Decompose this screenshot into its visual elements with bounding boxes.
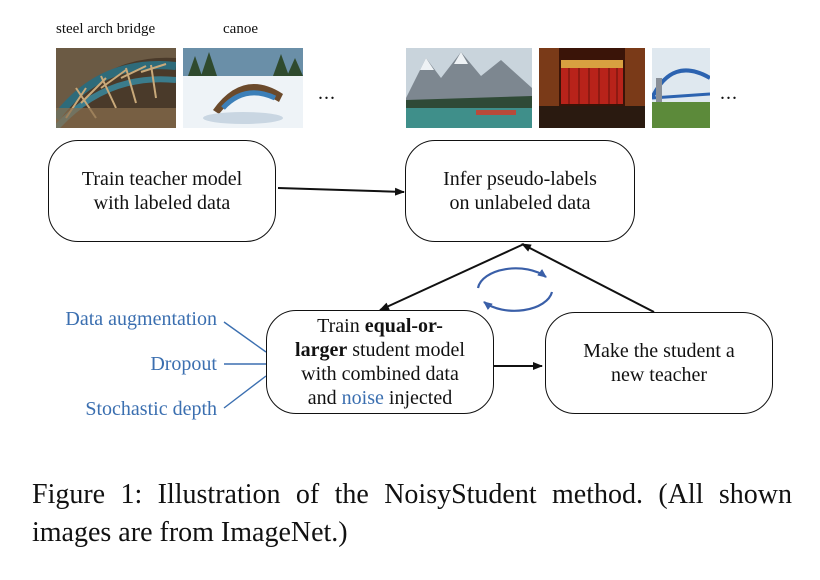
noise-line-stochastic — [223, 375, 267, 409]
train-student-box: Train equal-or- larger student model wit… — [266, 310, 494, 414]
train-teacher-box: Train teacher model with labeled data — [48, 140, 276, 242]
canoe-image — [183, 48, 303, 128]
steel-arch-bridge-image — [56, 48, 176, 128]
figure-caption: Figure 1: Illustration of the NoisyStude… — [32, 479, 792, 548]
train-teacher-line-1: Train teacher model — [81, 168, 243, 190]
train-teacher-line-2: with labeled data — [93, 192, 231, 214]
student-line-2: larger student model — [295, 339, 465, 361]
cycle-arrow-top — [476, 267, 547, 289]
theater-stage-image — [539, 48, 645, 128]
noise-dropout: Dropout — [150, 353, 217, 375]
ellipsis-unlabeled: ... — [720, 82, 738, 104]
new-teacher-line-2: new teacher — [610, 364, 708, 386]
blue-arch-bridge-image — [652, 48, 710, 128]
new-teacher-box: Make the student a new teacher — [545, 312, 773, 414]
ellipsis-labeled: ... — [318, 82, 336, 104]
arrow-teacher-to-infer — [277, 187, 405, 196]
student-line-1: Train equal-or- — [317, 315, 443, 337]
arrow-newteacher-to-infer — [521, 243, 655, 313]
infer-line-2: on unlabeled data — [449, 192, 591, 214]
cycle-arrow-bottom — [483, 291, 554, 312]
infer-line-1: Infer pseudo-labels — [443, 168, 597, 190]
lake-mountain-image — [406, 48, 532, 128]
student-line-4: and noise injected — [307, 387, 453, 409]
student-line-3: with combined data — [301, 363, 459, 385]
new-teacher-line-1: Make the student a — [583, 340, 735, 362]
arrow-infer-to-student — [379, 243, 525, 311]
noise-stochastic-depth: Stochastic depth — [85, 398, 217, 420]
image-label-steel-arch-bridge: steel arch bridge — [56, 21, 156, 37]
noise-line-augmentation — [223, 321, 267, 353]
infer-pseudo-labels-box: Infer pseudo-labels on unlabeled data — [405, 140, 635, 242]
noise-data-augmentation: Data augmentation — [65, 308, 217, 330]
noise-word: noise — [341, 387, 384, 409]
image-label-canoe: canoe — [223, 21, 258, 37]
